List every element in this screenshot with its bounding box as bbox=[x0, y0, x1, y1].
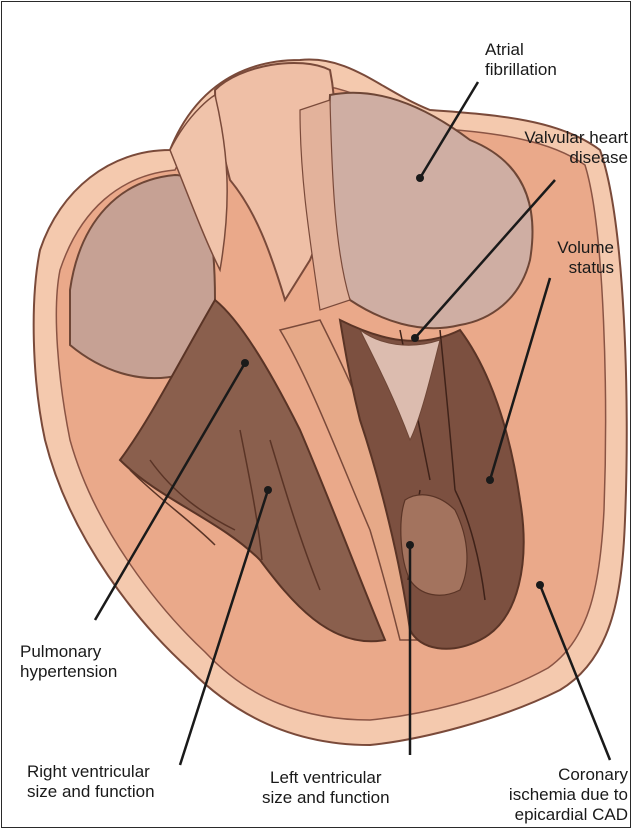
dot-left-ventricular bbox=[406, 541, 414, 549]
label-valvular-heart-disease: Valvular heart disease bbox=[524, 128, 628, 168]
dot-atrial-fibrillation bbox=[416, 174, 424, 182]
label-coronary-ischemia: Coronary ischemia due to epicardial CAD bbox=[509, 765, 628, 825]
dot-volume-status bbox=[486, 476, 494, 484]
dot-coronary-ischemia bbox=[536, 581, 544, 589]
label-left-ventricular: Left ventricular size and function bbox=[262, 768, 390, 808]
label-volume-status: Volume status bbox=[557, 238, 614, 278]
label-pulmonary-hypertension: Pulmonary hypertension bbox=[20, 642, 117, 682]
dot-valvular-heart-disease bbox=[411, 334, 419, 342]
label-atrial-fibrillation: Atrial fibrillation bbox=[485, 40, 557, 80]
dot-right-ventricular bbox=[264, 486, 272, 494]
dot-pulmonary-hypertension bbox=[241, 359, 249, 367]
label-right-ventricular: Right ventricular size and function bbox=[27, 762, 155, 802]
